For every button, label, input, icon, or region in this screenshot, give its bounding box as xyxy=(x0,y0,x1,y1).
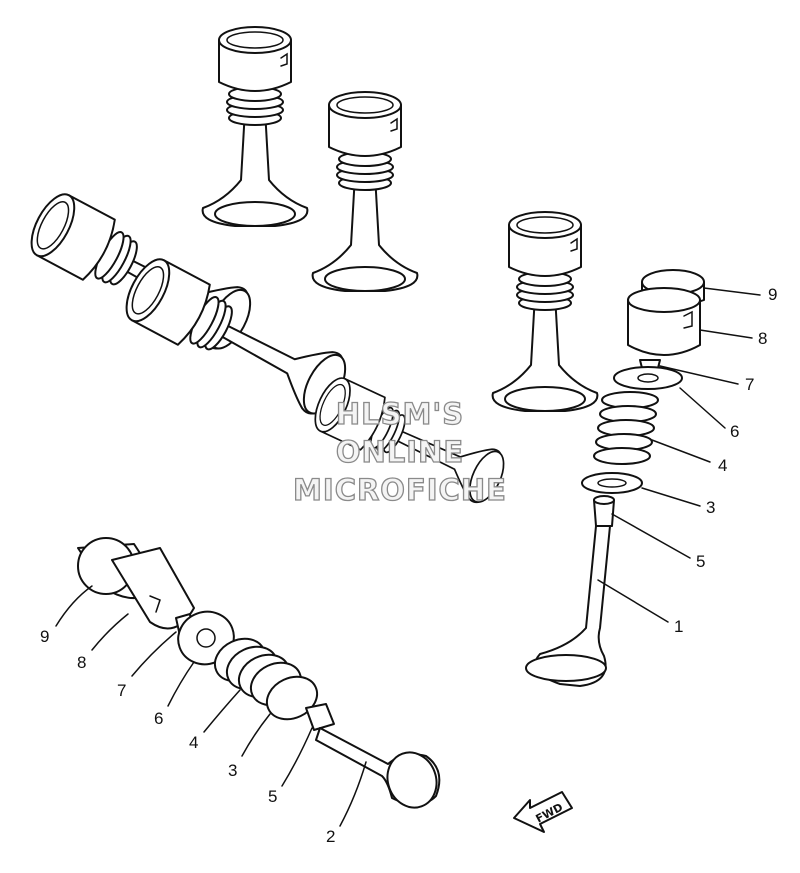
exhaust-valve-assembly-upper xyxy=(491,211,599,412)
right-spring-part-4 xyxy=(593,391,659,465)
right-callouts: 9 8 7 6 4 3 5 1 xyxy=(674,285,777,636)
left-lifter-part-8 xyxy=(111,547,195,630)
callout-left-9: 9 xyxy=(40,627,49,646)
callout-right-7: 7 xyxy=(745,375,754,394)
left-leader-lines xyxy=(55,585,367,827)
callout-left-7: 7 xyxy=(117,681,126,700)
callout-right-8: 8 xyxy=(758,329,767,348)
left-seal-part-5 xyxy=(305,703,335,731)
right-retainer-part-6 xyxy=(613,366,683,390)
callout-right-3: 3 xyxy=(706,498,715,517)
right-seal-part-5 xyxy=(593,495,615,527)
left-exploded-valve xyxy=(77,537,441,809)
callout-right-9: 9 xyxy=(768,285,777,304)
callout-right-6: 6 xyxy=(730,422,739,441)
right-leader-lines xyxy=(597,287,761,623)
right-exploded-valve xyxy=(525,269,705,687)
watermark-line-2: ONLINE xyxy=(336,435,464,469)
callout-left-8: 8 xyxy=(77,653,86,672)
intake-valve-assembly-2 xyxy=(311,91,419,292)
fwd-arrow-icon: FWD xyxy=(513,791,573,833)
callout-left-4: 4 xyxy=(189,733,198,752)
right-valve-part-1 xyxy=(525,525,611,687)
watermark-line-3: MICROFICHE xyxy=(293,473,507,507)
callout-right-5: 5 xyxy=(696,552,705,571)
right-lifter-part-8 xyxy=(627,287,701,356)
watermark: HLSM'S ONLINE MICROFICHE xyxy=(292,396,507,507)
left-callouts: 9 8 7 6 4 3 5 2 xyxy=(40,627,335,846)
left-valve-part-2 xyxy=(315,727,441,809)
callout-left-6: 6 xyxy=(154,709,163,728)
right-seat-part-3 xyxy=(581,472,643,494)
callout-right-1: 1 xyxy=(674,617,683,636)
intake-valve-assembly-1 xyxy=(201,26,309,227)
callout-left-5: 5 xyxy=(268,787,277,806)
callout-left-2: 2 xyxy=(326,827,335,846)
callout-left-3: 3 xyxy=(228,761,237,780)
left-seat-part-3 xyxy=(265,675,319,721)
callout-right-4: 4 xyxy=(718,456,727,475)
watermark-line-1: HLSM'S xyxy=(336,397,464,431)
